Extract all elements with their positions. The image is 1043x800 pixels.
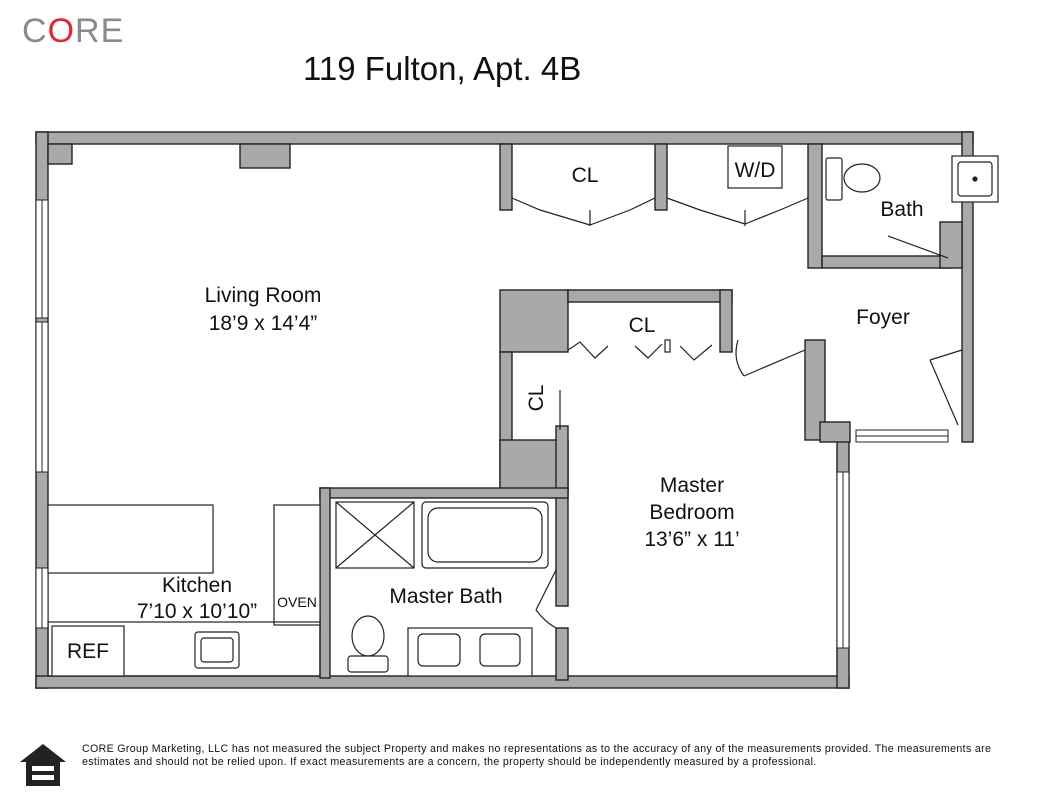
master-bedroom-size: 13’6” x 11’ <box>644 528 739 551</box>
living-room-size: 18’9 x 14’4” <box>209 312 318 335</box>
kitchen-size: 7’10 x 10’10” <box>137 600 257 623</box>
master-bedroom-label-line2: Bedroom <box>649 501 734 524</box>
logo-letters-re: RE <box>75 12 125 50</box>
floor-plan: Living Room 18’9 x 14’4” Kitchen 7’10 x … <box>35 131 999 689</box>
foyer-label: Foyer <box>856 306 910 329</box>
bath-label: Bath <box>880 198 923 221</box>
page-title: 119 Fulton, Apt. 4B <box>303 50 582 87</box>
kitchen-label: Kitchen <box>162 574 232 597</box>
logo-letter-o: O <box>47 12 76 50</box>
logo-letter-c: C <box>22 12 48 50</box>
kitchen-fixtures <box>47 504 321 677</box>
closet-side-label: CL <box>525 385 548 412</box>
washer-dryer-label: W/D <box>735 159 776 182</box>
master-bedroom-label-line1: Master <box>660 474 724 497</box>
washer-dryer-box <box>727 145 783 189</box>
equal-housing-icon <box>20 744 66 786</box>
closet-doors <box>511 197 963 629</box>
living-room-label: Living Room <box>205 284 322 307</box>
closet-bedroom-label: CL <box>629 314 656 337</box>
bath-fixtures <box>825 155 999 203</box>
master-bath-label: Master Bath <box>389 585 502 608</box>
refrigerator-label: REF <box>67 640 109 663</box>
oven-label: OVEN <box>277 594 317 610</box>
disclaimer-text: CORE Group Marketing, LLC has not measur… <box>82 743 992 768</box>
master-bath-fixtures <box>335 501 549 677</box>
windows <box>35 199 949 649</box>
core-logo: CORE <box>22 12 124 51</box>
closet-top-label: CL <box>572 164 599 187</box>
